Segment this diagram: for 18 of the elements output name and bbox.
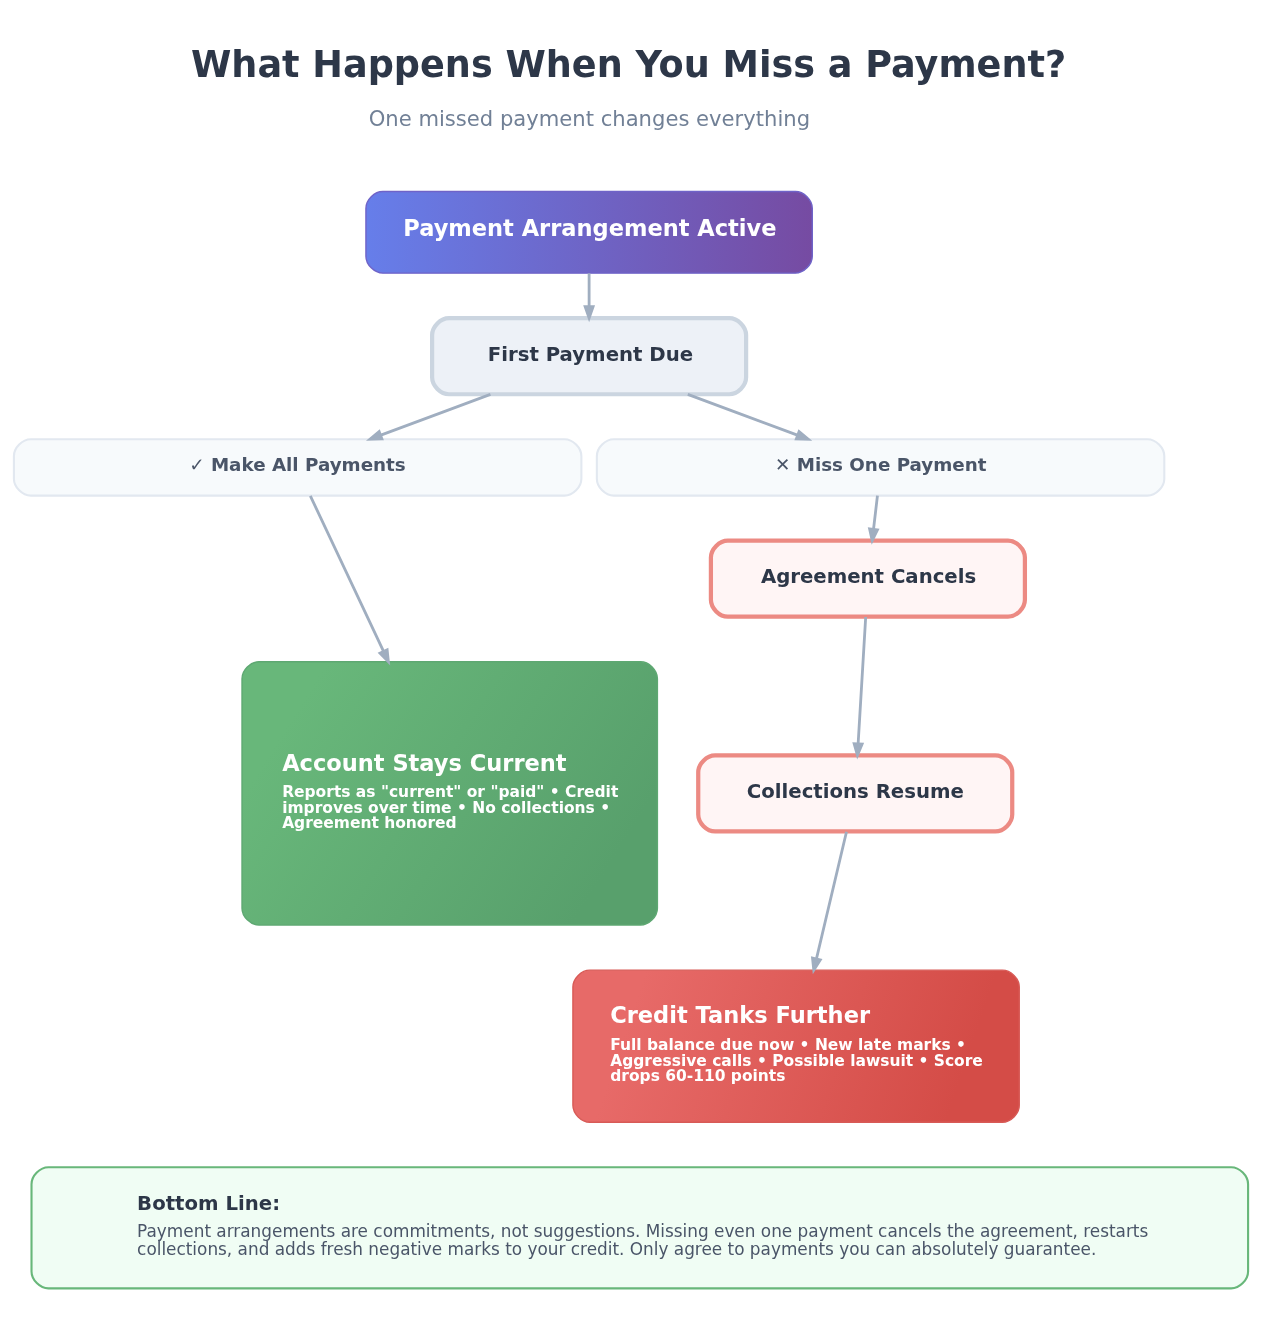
node-box: Agreement Cancels [708, 538, 1027, 619]
arrow [852, 616, 868, 760]
arrow [365, 393, 491, 441]
label: One missed payment changes everything [368, 106, 811, 131]
arrow [687, 393, 813, 441]
node-box: ✓ Make All Payments [12, 438, 583, 497]
arrow [810, 831, 848, 975]
node-box: Credit Tanks Further Full balance due now • New late marks • Aggressive calls • Possible lawsuit • Score drops 60-110 points [572, 969, 1020, 1123]
diagram-title: What Happens When You Miss a Payment? [190, 43, 1067, 87]
node-box: Collections Resume [696, 753, 1015, 834]
node-box: Bottom Line: Payment arrangements are commitments, not suggestions. Missing even one payment cancels the agreement, restarts collections, and adds fresh negative marks to your credit. Only agree to payments you can absolutely guarantee. [30, 1166, 1250, 1290]
node-box: First Payment Due [430, 316, 749, 397]
arrow [583, 273, 596, 323]
node-box: Account Stays Current Reports as "current" or "paid" • Credit improves over time • No collections • Agreement honored [241, 661, 659, 926]
node-box: Payment Arrangement Active [365, 190, 813, 274]
arrow [867, 495, 880, 545]
node-box: ✕ Miss One Payment [595, 438, 1166, 497]
arrow [309, 495, 391, 666]
